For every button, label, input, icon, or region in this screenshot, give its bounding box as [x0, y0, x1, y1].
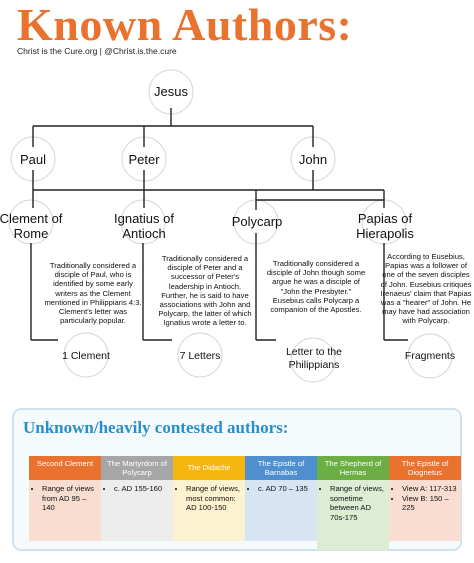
card-second-clement: Second Clement Range of views from AD 95…	[29, 456, 101, 541]
node-ignatius: Ignatius of Antioch	[108, 211, 180, 241]
card-body: c. AD 70 – 135	[245, 480, 317, 541]
card-epistle-diognetus: The Epistle of Diognetus View A: 117-313…	[389, 456, 461, 541]
work-7-letters: 7 Letters	[179, 350, 221, 362]
work-letter-philippians: Letter to the Philippians	[285, 346, 343, 371]
node-jesus-label: Jesus	[154, 84, 188, 99]
node-paul-label: Paul	[19, 152, 47, 167]
card-body: c. AD 155-160	[101, 480, 173, 541]
card-body: View A: 117-313 View B: 150 – 225	[389, 480, 461, 541]
tree-connectors	[8, 69, 453, 383]
card-didache: The Didache Range of views, most common:…	[173, 456, 245, 541]
work-fragments: Fragments	[404, 350, 456, 362]
card-epistle-barnabas: The Epistle of Barnabas c. AD 70 – 135	[245, 456, 317, 541]
card-item: Range of views, most common: AD 100-150	[186, 484, 242, 513]
papias-description: According to Eusebius, Papias was a foll…	[380, 252, 472, 326]
ignatius-description: Traditionally considered a disciple of P…	[158, 254, 252, 328]
card-item: Range of views, sometime between AD 70s-…	[330, 484, 386, 522]
node-jesus: Jesus	[131, 84, 211, 99]
node-papias-line2: Hierapolis	[356, 226, 414, 241]
node-peter-label: Peter	[128, 152, 160, 167]
node-papias: Papias of Hierapolis	[344, 211, 426, 241]
node-clement-line2: Rome	[13, 226, 49, 241]
card-body: Range of views from AD 95 – 140	[29, 480, 101, 541]
node-clement: Clement of Rome	[0, 211, 66, 241]
node-paul: Paul	[3, 152, 63, 167]
node-ignatius-line2: Antioch	[122, 226, 166, 241]
card-item: Range of views from AD 95 – 140	[42, 484, 98, 513]
node-peter: Peter	[114, 152, 174, 167]
node-john: John	[283, 152, 343, 167]
card-header: The Didache	[173, 456, 245, 480]
card-header: Second Clement	[29, 456, 101, 480]
node-ignatius-line1: Ignatius of	[114, 211, 174, 226]
card-item: View A: 117-313	[402, 484, 458, 494]
card-item: c. AD 155-160	[114, 484, 170, 494]
card-header: The Martyrdom of Polycarp	[101, 456, 173, 480]
card-martyrdom-polycarp: The Martyrdom of Polycarp c. AD 155-160	[101, 456, 173, 541]
polycarp-description: Traditionally considered a disciple of J…	[266, 259, 366, 315]
card-header: The Epistle of Barnabas	[245, 456, 317, 480]
card-body: Range of views, most common: AD 100-150	[173, 480, 245, 541]
card-header: The Epistle of Diognetus	[389, 456, 461, 480]
node-polycarp: Polycarp	[221, 214, 293, 229]
node-clement-line1: Clement of	[0, 211, 63, 226]
work-1-clement: 1 Clement	[62, 350, 110, 362]
card-body: Range of views, sometime between AD 70s-…	[317, 480, 389, 550]
node-john-label: John	[298, 152, 328, 167]
node-polycarp-label: Polycarp	[231, 214, 283, 229]
page-title: Known Authors:	[17, 0, 353, 50]
page-subtitle: Christ is the Cure.org | @Christ.is.the.…	[17, 46, 177, 56]
card-item: View B: 150 – 225	[402, 494, 458, 513]
card-shepherd-hermas: The Shepherd of Hermas Range of views, s…	[317, 456, 389, 550]
card-header: The Shepherd of Hermas	[317, 456, 389, 480]
card-item: c. AD 70 – 135	[258, 484, 314, 494]
unknown-authors-title: Unknown/heavily contested authors:	[23, 418, 289, 437]
node-papias-line1: Papias of	[357, 211, 413, 226]
clement-description: Traditionally considered a disciple of P…	[44, 261, 142, 326]
